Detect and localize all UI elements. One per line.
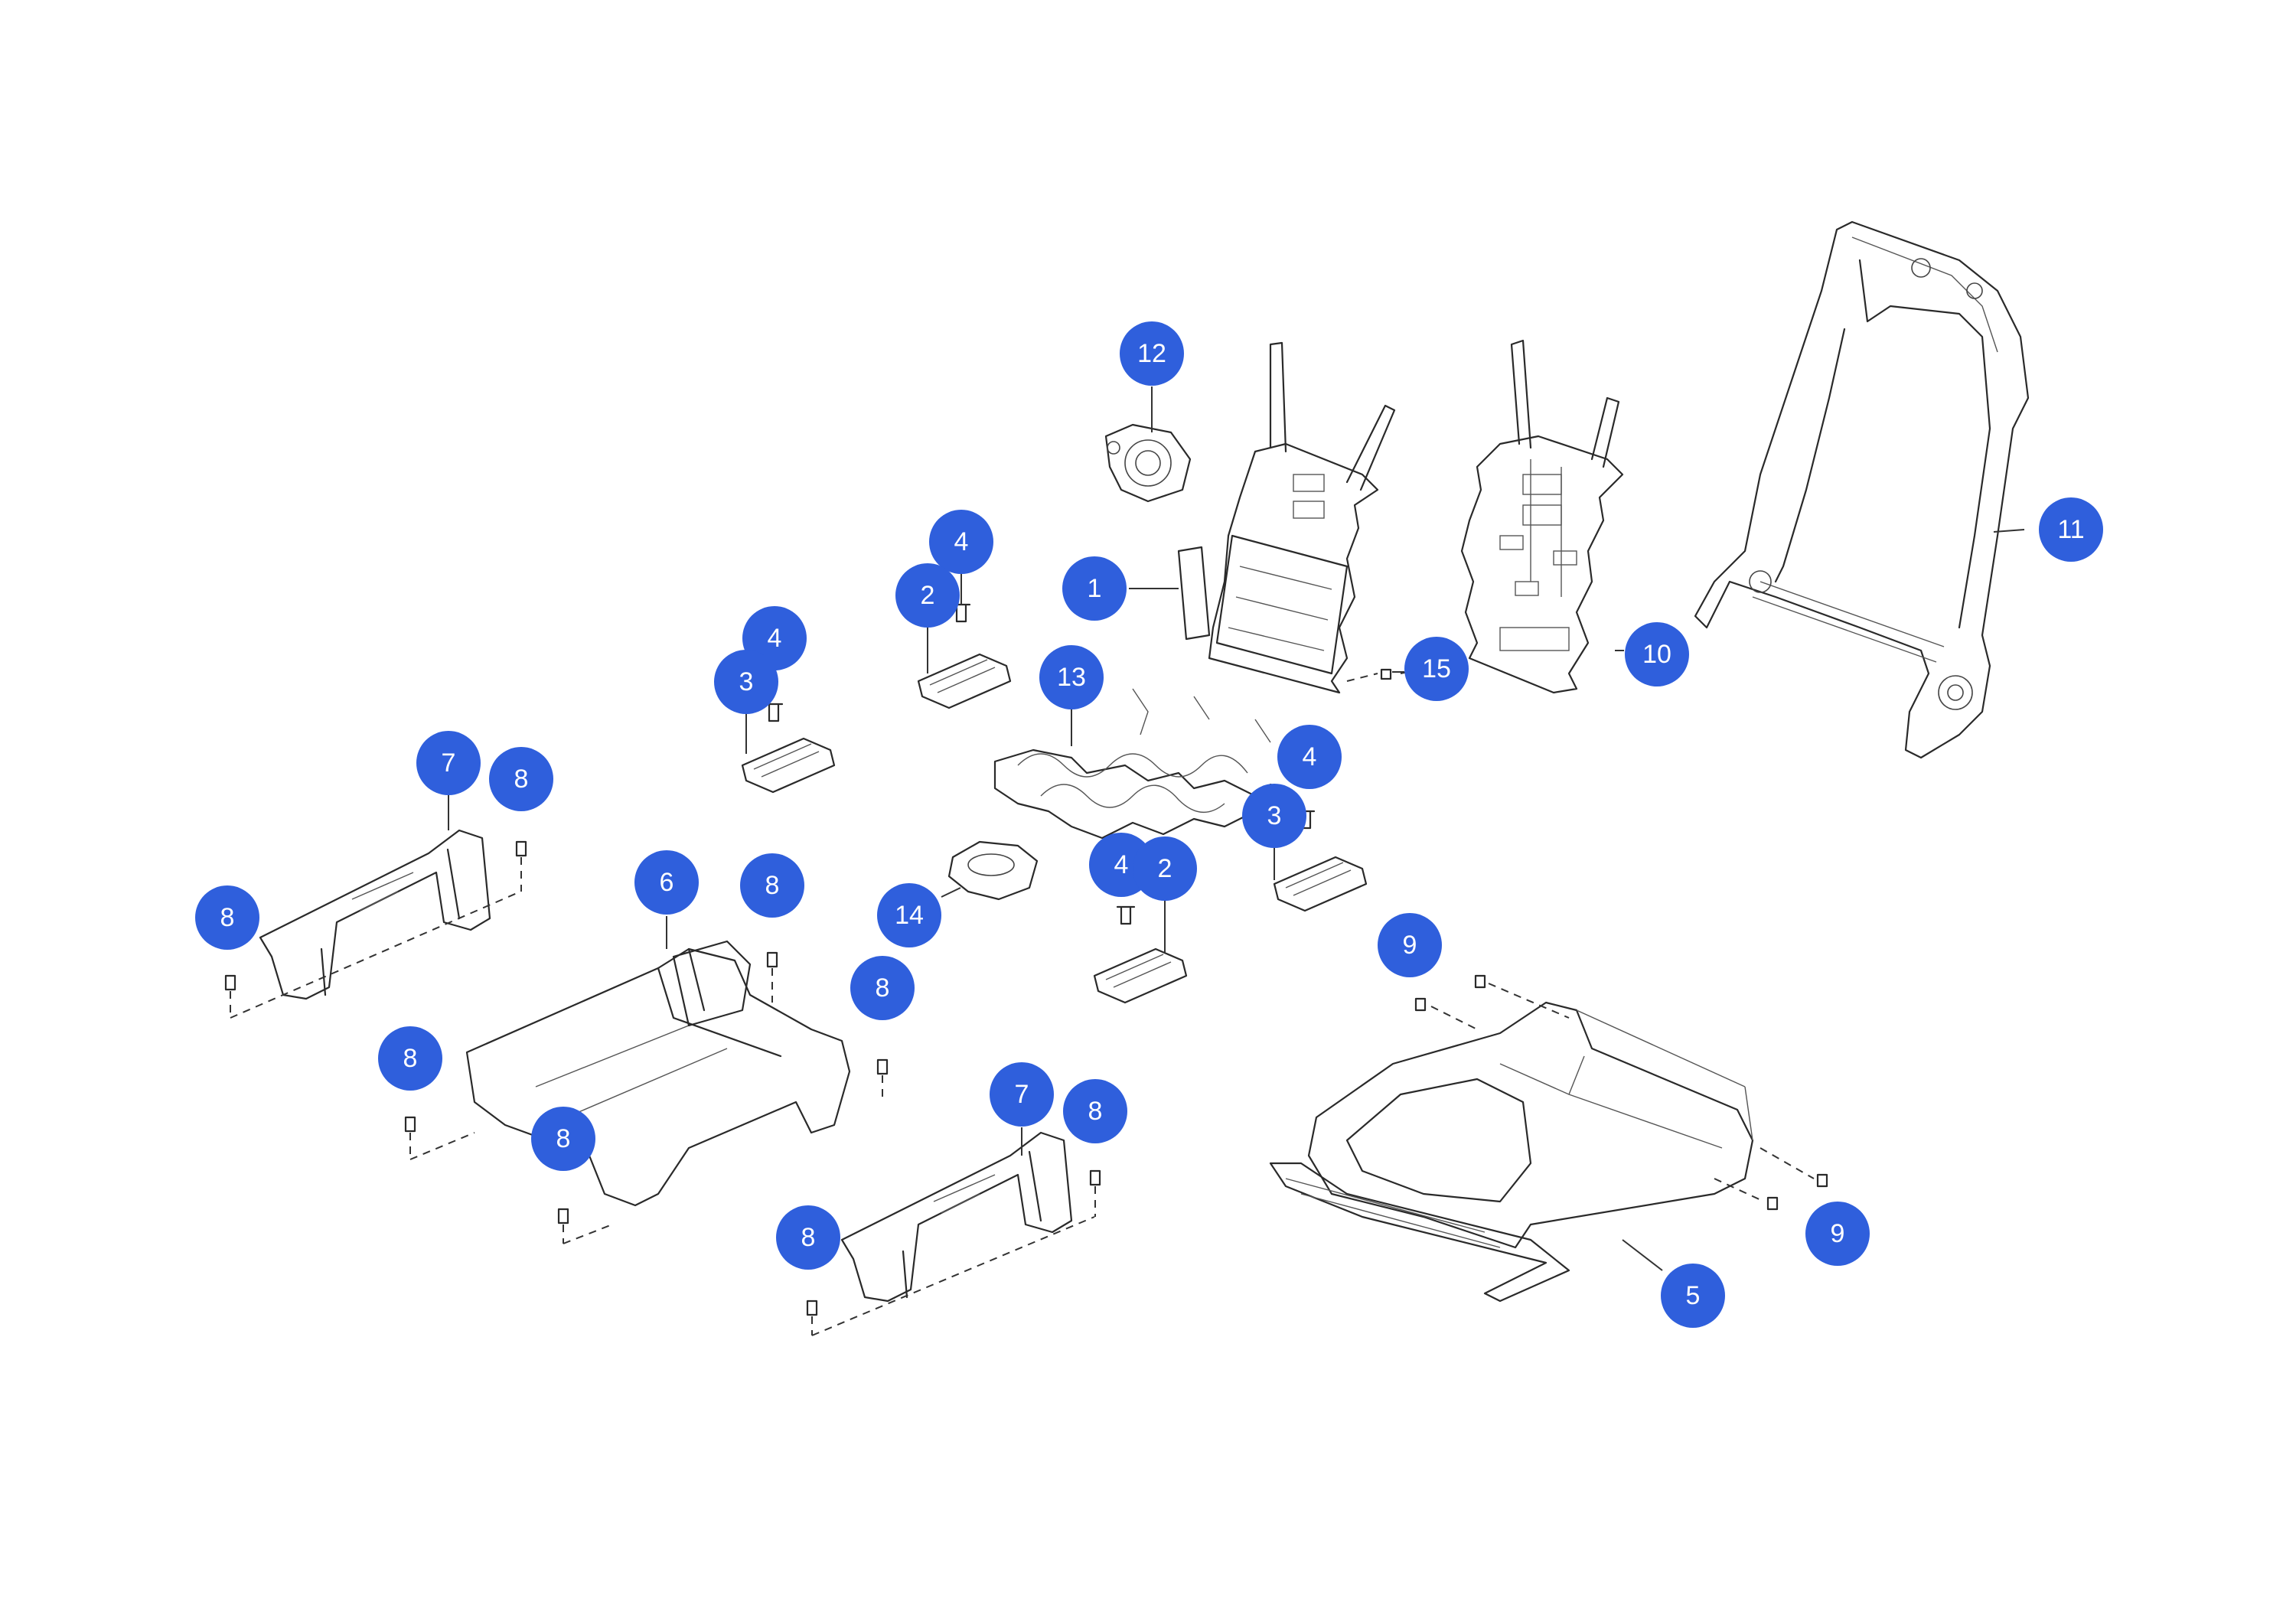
callout-label: 10 [1642,640,1671,669]
callout-label: 8 [765,871,780,900]
part-11-seat-back-frame [1694,220,2030,759]
callout-label: 8 [514,765,529,794]
callout-label: 12 [1137,339,1166,368]
callout-label: 9 [1831,1219,1845,1248]
callout[interactable]: 8 [1063,1079,1127,1143]
part-10-back-panel [1460,339,1624,694]
callout[interactable]: 2 [1133,836,1197,901]
callout[interactable]: 8 [195,885,259,950]
callout-label: 2 [921,581,935,610]
part-3-right-cover [1273,856,1368,912]
part-5-seat-cushion-frame [1269,1001,1754,1303]
callout-label: 8 [220,903,235,932]
callout[interactable]: 10 [1625,622,1689,686]
callout-label: 8 [1088,1097,1103,1126]
fasteners [224,603,1828,1316]
callout-label: 2 [1158,854,1172,883]
callout[interactable]: 3 [1242,784,1306,848]
callout-label: 8 [403,1044,418,1073]
callout[interactable]: 12 [1120,321,1184,386]
callout[interactable]: 8 [489,747,553,811]
callout-label: 11 [2057,515,2084,544]
callout[interactable]: 1 [1062,556,1127,621]
callout[interactable]: 5 [1661,1264,1725,1328]
part-14-actuator-ring [947,840,1039,901]
callout-label: 8 [876,973,890,1003]
callout[interactable]: 8 [378,1026,442,1091]
callout-label: 7 [442,748,456,778]
callout[interactable]: 13 [1039,645,1104,709]
callout[interactable]: 8 [740,853,804,918]
callout[interactable]: 14 [877,883,941,947]
callout[interactable]: 8 [850,956,915,1020]
part-7-lower-riser [840,1131,1073,1303]
callout-label: 1 [1088,574,1102,603]
callout[interactable]: 9 [1378,913,1442,977]
callout-label: 8 [801,1223,816,1252]
part-7-upper-riser [259,829,491,1000]
callouts: 12 11 1 4 2 4 3 13 15 10 7 8 8 6 8 4 3 1… [195,321,2103,1328]
callout-label: 8 [556,1124,571,1153]
callout-label: 3 [739,667,754,696]
part-2-upper-cover [917,653,1012,709]
leader-lines [448,386,2025,1271]
callout[interactable]: 11 [2039,497,2103,562]
part-12-lumbar-actuator [1104,423,1192,503]
callout-label: 7 [1015,1080,1029,1109]
part-6-center-base [465,940,851,1207]
callout-label: 6 [660,868,674,897]
part-3-left-cover [741,737,836,794]
callout-label: 5 [1686,1281,1701,1310]
callout[interactable]: 8 [531,1107,595,1171]
callout-label: 9 [1403,931,1417,960]
alignment-dashes [230,665,1815,1336]
callout[interactable]: 7 [416,731,481,795]
callout[interactable]: 3 [714,650,778,714]
callout-label: 4 [1303,742,1317,771]
callout-label: 3 [1267,801,1282,830]
callout-label: 15 [1422,654,1451,683]
callout-label: 4 [1114,850,1129,879]
callout-label: 13 [1057,663,1086,692]
callout[interactable]: 4 [1277,725,1342,789]
callout[interactable]: 9 [1805,1202,1870,1266]
part-2-lower-cover [1093,947,1188,1004]
callout[interactable]: 15 [1404,637,1469,701]
part-1-front-back-panel [1177,341,1396,694]
callout[interactable]: 4 [929,510,993,574]
callout-label: 4 [768,624,782,653]
callout[interactable]: 6 [634,850,699,915]
callout[interactable]: 2 [895,563,960,628]
callout[interactable]: 8 [776,1205,840,1270]
callout-label: 4 [954,527,969,556]
callout-label: 14 [895,901,924,930]
callout[interactable]: 7 [990,1062,1054,1127]
